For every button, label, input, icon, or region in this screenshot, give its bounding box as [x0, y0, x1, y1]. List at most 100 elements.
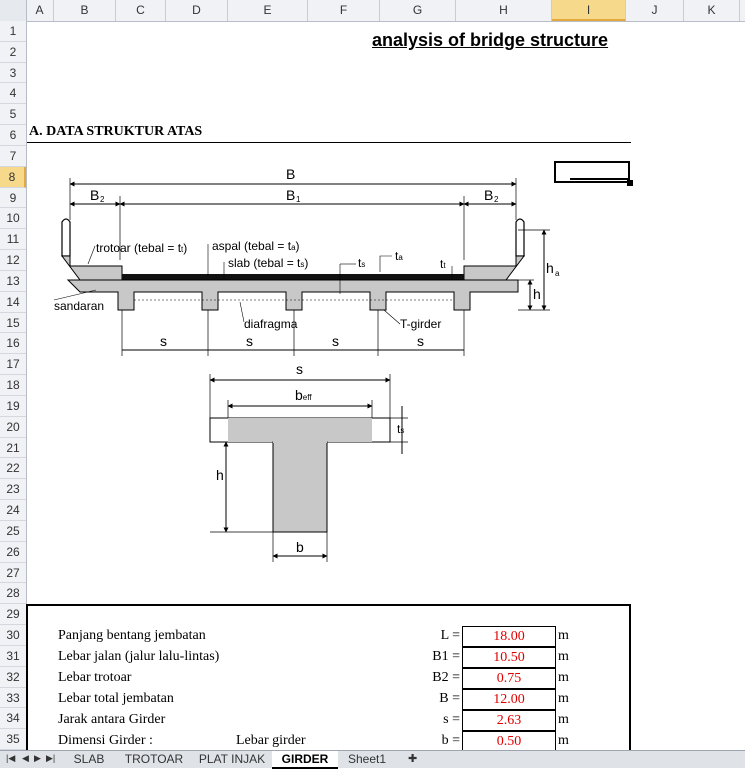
column-header-i[interactable]: I [552, 0, 626, 21]
column-header-d[interactable]: D [166, 0, 228, 21]
row-header-27[interactable]: 27 [0, 563, 26, 584]
label-s-2: s [246, 333, 253, 349]
row-header-10[interactable]: 10 [0, 208, 26, 230]
table-row-symbol[interactable]: s = [443, 712, 460, 727]
prev-sheet-icon[interactable]: ◀ [22, 753, 29, 763]
column-header-j[interactable]: J [626, 0, 684, 21]
row-header-4[interactable]: 4 [0, 83, 26, 105]
row-header-30[interactable]: 30 [0, 625, 26, 646]
tab-girder[interactable]: GIRDER [272, 751, 338, 769]
label-h-detail: h [216, 467, 224, 483]
row-header-19[interactable]: 19 [0, 396, 26, 417]
column-header-h[interactable]: H [456, 0, 552, 21]
row-header-29[interactable]: 29 [0, 604, 26, 626]
sheet-title[interactable]: analysis of bridge structure [372, 30, 609, 50]
table-row-value[interactable]: 12.00 [462, 689, 556, 710]
table-row-symbol[interactable]: B1 = [432, 649, 460, 664]
row-header-11[interactable]: 11 [0, 229, 26, 251]
table-row-symbol[interactable]: b = [441, 733, 460, 748]
row-header-14[interactable]: 14 [0, 292, 26, 313]
label-ha-sub: a [555, 269, 560, 278]
table-row-value[interactable]: 18.00 [462, 626, 556, 647]
row-header-24[interactable]: 24 [0, 500, 26, 521]
row-header-22[interactable]: 22 [0, 458, 26, 480]
fill-handle[interactable] [627, 180, 633, 186]
row-header-17[interactable]: 17 [0, 354, 26, 376]
row-header-32[interactable]: 32 [0, 667, 26, 688]
row-header-1[interactable]: 1 [0, 21, 26, 42]
label-h-section: h [533, 286, 541, 302]
table-row-label[interactable]: Lebar total jembatan [58, 691, 174, 706]
table-row-value[interactable]: 0.75 [462, 668, 556, 689]
tab-trotoar[interactable]: TROTOAR [124, 752, 184, 766]
row-header-2[interactable]: 2 [0, 42, 26, 63]
column-header-e[interactable]: E [228, 0, 308, 21]
row-header-23[interactable]: 23 [0, 479, 26, 501]
row-header-6[interactable]: 6 [0, 125, 26, 146]
row-header-31[interactable]: 31 [0, 646, 26, 667]
table-row-unit[interactable]: m [558, 670, 569, 685]
row-header-26[interactable]: 26 [0, 542, 26, 563]
label-b-detail: b [296, 539, 304, 555]
label-s-3: s [332, 333, 339, 349]
section-heading[interactable]: A. DATA STRUKTUR ATAS [29, 124, 203, 139]
row-header-12[interactable]: 12 [0, 250, 26, 271]
row-header-8[interactable]: 8 [0, 166, 26, 188]
row-header-7[interactable]: 7 [0, 146, 26, 167]
table-row-value[interactable]: 2.63 [462, 710, 556, 731]
row-header-18[interactable]: 18 [0, 375, 26, 396]
column-header-f[interactable]: F [308, 0, 380, 21]
select-all-corner[interactable] [0, 0, 27, 21]
table-row-label[interactable]: Lebar trotoar [58, 670, 132, 685]
label-slab: slab (tebal = ts) [228, 256, 308, 270]
table-row-unit[interactable]: m [558, 712, 569, 727]
row-header-20[interactable]: 20 [0, 417, 26, 438]
label-s-1: s [160, 333, 167, 349]
table-row-label[interactable]: Dimensi Girder : [58, 733, 153, 748]
table-row-value[interactable]: 0.50 [462, 731, 556, 752]
table-row-unit[interactable]: m [558, 733, 569, 748]
column-header-k[interactable]: K [684, 0, 740, 21]
selected-cell[interactable] [554, 161, 630, 183]
row-header-15[interactable]: 15 [0, 313, 26, 334]
column-header-c[interactable]: C [116, 0, 166, 21]
selected-cell-inner-border [570, 178, 628, 185]
input-data-table [26, 604, 631, 754]
tab-plat-injak[interactable]: PLAT INJAK [198, 752, 266, 766]
label-beff: beff [295, 387, 312, 403]
table-row-label[interactable]: Jarak antara Girder [58, 712, 166, 727]
insert-sheet-icon[interactable]: ✚ [408, 753, 418, 765]
label-B2-right: B [484, 187, 493, 203]
table-row-label[interactable]: Lebar jalan (jalur lalu-lintas) [58, 649, 220, 664]
row-header-21[interactable]: 21 [0, 438, 26, 459]
last-sheet-icon[interactable]: ▶| [46, 753, 56, 763]
row-header-28[interactable]: 28 [0, 583, 26, 605]
table-row-label[interactable]: Panjang bentang jembatan [58, 628, 206, 643]
table-row-unit[interactable]: m [558, 691, 569, 706]
label-ts: ts [358, 256, 365, 270]
table-row-symbol[interactable]: L = [440, 628, 460, 643]
column-header-b[interactable]: B [54, 0, 116, 21]
table-row-unit[interactable]: m [558, 628, 569, 643]
row-header-33[interactable]: 33 [0, 688, 26, 709]
column-header-g[interactable]: G [380, 0, 456, 21]
row-header-35[interactable]: 35 [0, 729, 26, 751]
table-row-unit[interactable]: m [558, 649, 569, 664]
row-header-25[interactable]: 25 [0, 521, 26, 542]
tab-slab[interactable]: SLAB [73, 752, 105, 766]
row-header-5[interactable]: 5 [0, 104, 26, 126]
first-sheet-icon[interactable]: |◀ [6, 753, 16, 763]
next-sheet-icon[interactable]: ▶ [34, 753, 41, 763]
table-row-symbol[interactable]: B = [439, 691, 460, 706]
table-row-value[interactable]: 10.50 [462, 647, 556, 668]
row-header-34[interactable]: 34 [0, 708, 26, 730]
table-row-symbol[interactable]: B2 = [432, 670, 460, 685]
row-header-13[interactable]: 13 [0, 271, 26, 292]
column-header-a[interactable]: A [26, 0, 54, 21]
row-header-3[interactable]: 3 [0, 63, 26, 84]
tab-sheet1[interactable]: Sheet1 [347, 752, 387, 766]
row-header-16[interactable]: 16 [0, 333, 26, 355]
row-header-9[interactable]: 9 [0, 188, 26, 209]
table-row-sublabel[interactable]: Lebar girder [236, 733, 306, 748]
